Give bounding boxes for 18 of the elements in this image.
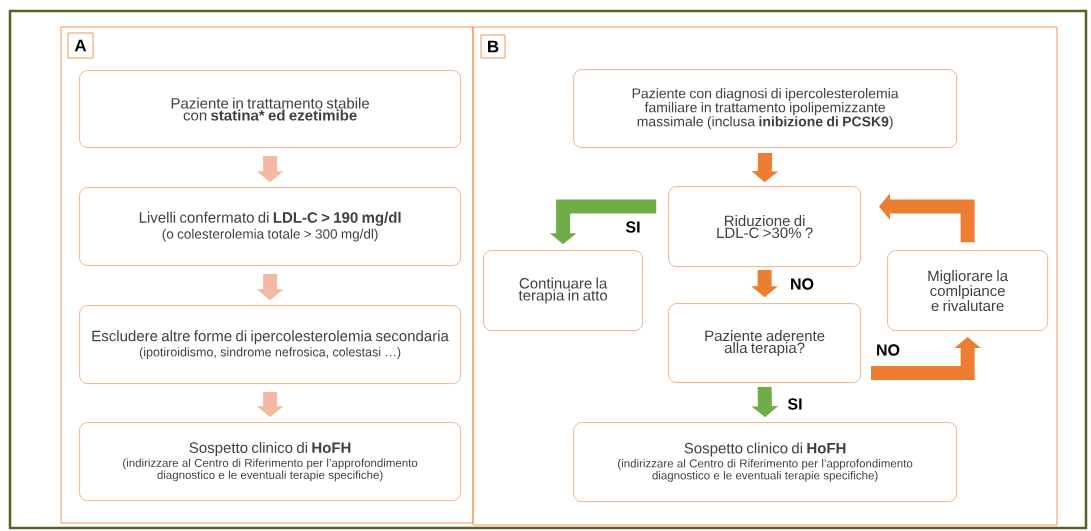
process-box: Continuare la terapia in atto [483, 250, 643, 331]
process-box: Sospetto clinico di HoFH (indirizzare al Centro di Riferimento per l’approfondimento diagnostico e le eventuali terapie specifiche) [573, 422, 957, 502]
edge-label: NO [789, 277, 815, 291]
panel [472, 26, 1058, 526]
panel-label: A [67, 32, 94, 59]
panel [60, 26, 474, 524]
process-box: Migliorare la comlpiance e rivalutare [887, 250, 1048, 331]
panel-label: B [480, 34, 506, 59]
edge-label: SI [624, 220, 642, 234]
process-box: Paziente con diagnosi di ipercolesterolemia familiare in trattamento ipolipemizzante massimale (inclusa inibizione di PCSK9) [573, 69, 957, 148]
process-box: Livelli confermato di LDL-C > 190 mg/dl (o colesterolemia totale > 300 mg/dl) [79, 187, 461, 266]
process-box: Paziente in trattamento stabile con statina* ed ezetimibe [79, 70, 461, 148]
process-box: Paziente aderente alla terapia? [668, 303, 861, 383]
process-box: Riduzione di LDL-C >30% ? [668, 186, 861, 267]
process-box: Sospetto clinico di HoFH (indirizzare al Centro di Riferimento per l’approfondimento diagnostico e le eventuali terapie specifiche) [79, 422, 461, 501]
edge-label: NO [875, 343, 901, 357]
edge-label: SI [786, 397, 804, 411]
process-box: Escludere altre forme di ipercolesterolemia secondaria (ipotiroidismo, sindrome nefrosica, colestasi …) [79, 305, 461, 384]
